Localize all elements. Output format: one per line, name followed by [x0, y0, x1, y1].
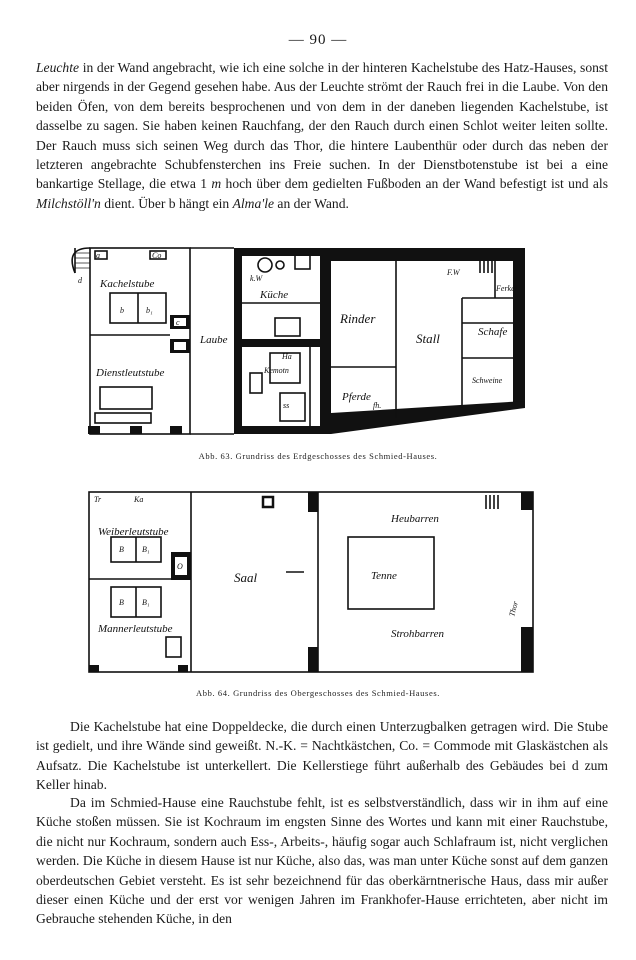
label-fh: fh. [373, 401, 381, 410]
label-upper-b: B [119, 545, 124, 554]
label-thor: Thor [507, 599, 520, 617]
paragraph-intro-text-1: in der Wand angebracht, wie ich eine sol… [36, 60, 608, 192]
label-upper-b1-2: B₁ [142, 598, 150, 607]
term-almale: Alma'le [232, 195, 275, 211]
label-upper-b1: B₁ [142, 545, 150, 554]
label-upper-ka: Ka [133, 495, 143, 504]
label-kuche: Küche [259, 289, 288, 301]
term-leuchte: Leuchte [36, 60, 80, 75]
label-saal: Saal [234, 570, 258, 585]
label-c: c [176, 318, 180, 327]
paragraph-intro: Leuchte in der Wand angebracht, wie ich … [36, 58, 608, 213]
label-laube: Laube [199, 334, 228, 346]
label-d: d [78, 276, 83, 285]
label-schweine: Schweine [472, 376, 503, 385]
label-upper-tr: Tr [94, 495, 102, 504]
label-a: a [96, 251, 100, 260]
unit-meter: m [211, 176, 222, 192]
label-strohbarren: Strohbarren [391, 628, 444, 640]
label-upper-o: O [177, 562, 183, 571]
paragraph-intro-text-3: dient. Über b hängt ein [100, 195, 233, 211]
label-upper-b-2: B [119, 598, 124, 607]
paragraph-kuche: Da im Schmied-Hause eine Rauchstube fehl… [36, 795, 608, 927]
label-ferkel: Ferkel [495, 284, 518, 293]
label-b1: b₁ [146, 306, 153, 315]
term-milchstoelln: Milchstöll'n [36, 195, 101, 211]
label-schafe: Schafe [478, 326, 507, 338]
upper-floor-plan: Weiberleutstube Mannerleutstube Saal Ten… [88, 491, 534, 673]
label-b: b [120, 306, 124, 315]
paragraph-intro-text-2: hoch über dem gedielten Fußboden an der … [221, 176, 608, 192]
label-kachelstube: Kachelstube [99, 278, 154, 290]
label-weiberleutstube: Weiberleutstube [98, 526, 169, 538]
label-pferde: Pferde [341, 391, 371, 403]
label-kw: k.W [250, 274, 264, 283]
label-ha: Ha [281, 352, 292, 361]
label-stall: Stall [416, 331, 440, 346]
caption-figure-63: Abb. 63. Grundriss des Erdgeschosses des… [198, 451, 438, 461]
label-tenne: Tenne [371, 570, 397, 582]
page-number: — 90 — [288, 32, 348, 48]
label-fw: F.W [446, 268, 461, 277]
label-mannerleutstube: Mannerleutstube [97, 623, 173, 635]
paragraph-intro-text-4: an der Wand. [274, 195, 349, 211]
paragraph-kachelstube: Die Kachelstube hat eine Doppeldecke, di… [36, 719, 608, 793]
label-rinder: Rinder [339, 311, 376, 326]
label-heubarren: Heubarren [390, 513, 439, 525]
caption-figure-64: Abb. 64. Grundriss des Obergeschosses de… [196, 688, 440, 698]
ground-floor-plan: Kachelstube Dienstleutstube Laube Küche … [71, 247, 525, 435]
label-ss: ss [283, 401, 289, 410]
label-kemotn: Kemotn [263, 366, 289, 375]
label-co: Co [152, 251, 161, 260]
label-dienstleutstube: Dienstleutstube [95, 367, 165, 379]
